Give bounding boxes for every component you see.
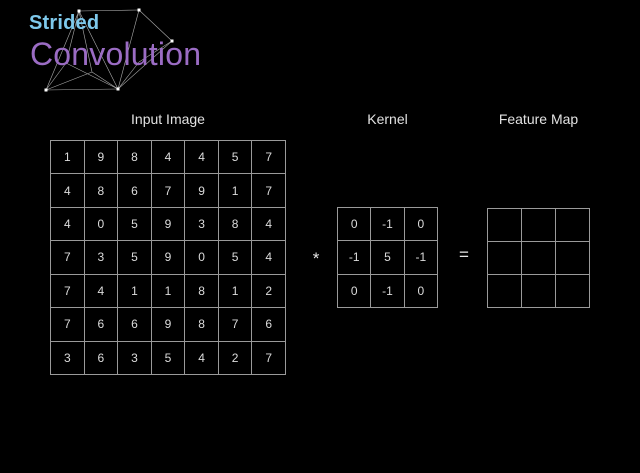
grid-cell: 7 bbox=[252, 341, 286, 375]
grid-cell bbox=[522, 209, 556, 242]
grid-cell: 4 bbox=[185, 141, 219, 175]
grid-cell bbox=[488, 275, 522, 308]
title-line-strided: Strided bbox=[29, 12, 100, 34]
grid-cell bbox=[488, 209, 522, 242]
grid-cell: 7 bbox=[252, 141, 286, 175]
grid-cell: 6 bbox=[118, 308, 152, 342]
grid-cell bbox=[556, 242, 590, 275]
grid-cell: 3 bbox=[84, 241, 119, 275]
grid-cell: -1 bbox=[371, 208, 405, 242]
grid-cell: 7 bbox=[51, 241, 85, 275]
grid-cell: 1 bbox=[51, 141, 85, 175]
grid-cell: 0 bbox=[404, 274, 438, 308]
grid-cell: 7 bbox=[252, 174, 286, 208]
grid-cell: 1 bbox=[151, 274, 186, 309]
grid-cell: 0 bbox=[338, 208, 372, 242]
grid-cell: 7 bbox=[51, 274, 85, 309]
grid-cell bbox=[556, 209, 590, 242]
grid-cell: 5 bbox=[371, 241, 405, 275]
grid-cell: 9 bbox=[84, 141, 119, 175]
grid-cell: 2 bbox=[252, 274, 286, 309]
grid-cell: -1 bbox=[338, 241, 372, 275]
grid-cell: 6 bbox=[252, 308, 286, 342]
grid-cell: 0 bbox=[84, 207, 119, 242]
grid-cell: 1 bbox=[218, 274, 253, 309]
grid-cell: 7 bbox=[218, 308, 253, 342]
grid-cell: 4 bbox=[51, 207, 85, 242]
grid-cell: 1 bbox=[218, 174, 253, 208]
grid-cell: 3 bbox=[118, 341, 152, 375]
grid-cell: 6 bbox=[84, 341, 119, 375]
grid-cell: 6 bbox=[118, 174, 152, 208]
input-image-label: Input Image bbox=[131, 111, 205, 127]
grid-cell bbox=[488, 242, 522, 275]
feature-map-label: Feature Map bbox=[498, 111, 579, 127]
grid-cell: 7 bbox=[151, 174, 186, 208]
grid-cell bbox=[522, 275, 556, 308]
grid-cell: 2 bbox=[218, 341, 253, 375]
grid-cell: 4 bbox=[51, 174, 85, 208]
grid-cell: 8 bbox=[218, 207, 253, 242]
grid-cell: 9 bbox=[151, 207, 186, 242]
slide-title-block: Strided Convolution bbox=[0, 0, 260, 105]
grid-cell bbox=[522, 242, 556, 275]
title-line-convolution: Convolution bbox=[30, 36, 202, 72]
grid-cell: 9 bbox=[151, 308, 186, 342]
grid-cell: 0 bbox=[338, 274, 372, 308]
grid-cell: -1 bbox=[404, 241, 438, 275]
grid-cell: 0 bbox=[185, 241, 219, 275]
grid-cell: 5 bbox=[218, 141, 253, 175]
grid-cell: 4 bbox=[151, 141, 186, 175]
feature-map-grid bbox=[487, 208, 590, 308]
grid-cell: 3 bbox=[185, 207, 219, 242]
grid-cell: 6 bbox=[84, 308, 119, 342]
equals-operator: = bbox=[459, 245, 469, 264]
grid-cell: 9 bbox=[151, 241, 186, 275]
grid-cell: 8 bbox=[84, 174, 119, 208]
grid-cell: 5 bbox=[218, 241, 253, 275]
grid-cell: 5 bbox=[118, 207, 152, 242]
grid-cell: 4 bbox=[84, 274, 119, 309]
kernel-label: Kernel bbox=[367, 111, 408, 127]
grid-cell: 4 bbox=[185, 341, 219, 375]
grid-cell: 3 bbox=[51, 341, 85, 375]
grid-cell: 9 bbox=[185, 174, 219, 208]
grid-cell: 7 bbox=[51, 308, 85, 342]
convolution-operator: * bbox=[312, 249, 320, 268]
grid-cell: 1 bbox=[118, 274, 152, 309]
grid-cell: -1 bbox=[371, 274, 405, 308]
grid-cell: 8 bbox=[118, 141, 152, 175]
grid-cell: 0 bbox=[404, 208, 438, 242]
grid-cell: 4 bbox=[252, 241, 286, 275]
grid-cell: 5 bbox=[118, 241, 152, 275]
grid-cell bbox=[556, 275, 590, 308]
grid-cell: 8 bbox=[185, 308, 219, 342]
grid-cell: 5 bbox=[151, 341, 186, 375]
grid-cell: 8 bbox=[185, 274, 219, 309]
grid-cell: 4 bbox=[252, 207, 286, 242]
